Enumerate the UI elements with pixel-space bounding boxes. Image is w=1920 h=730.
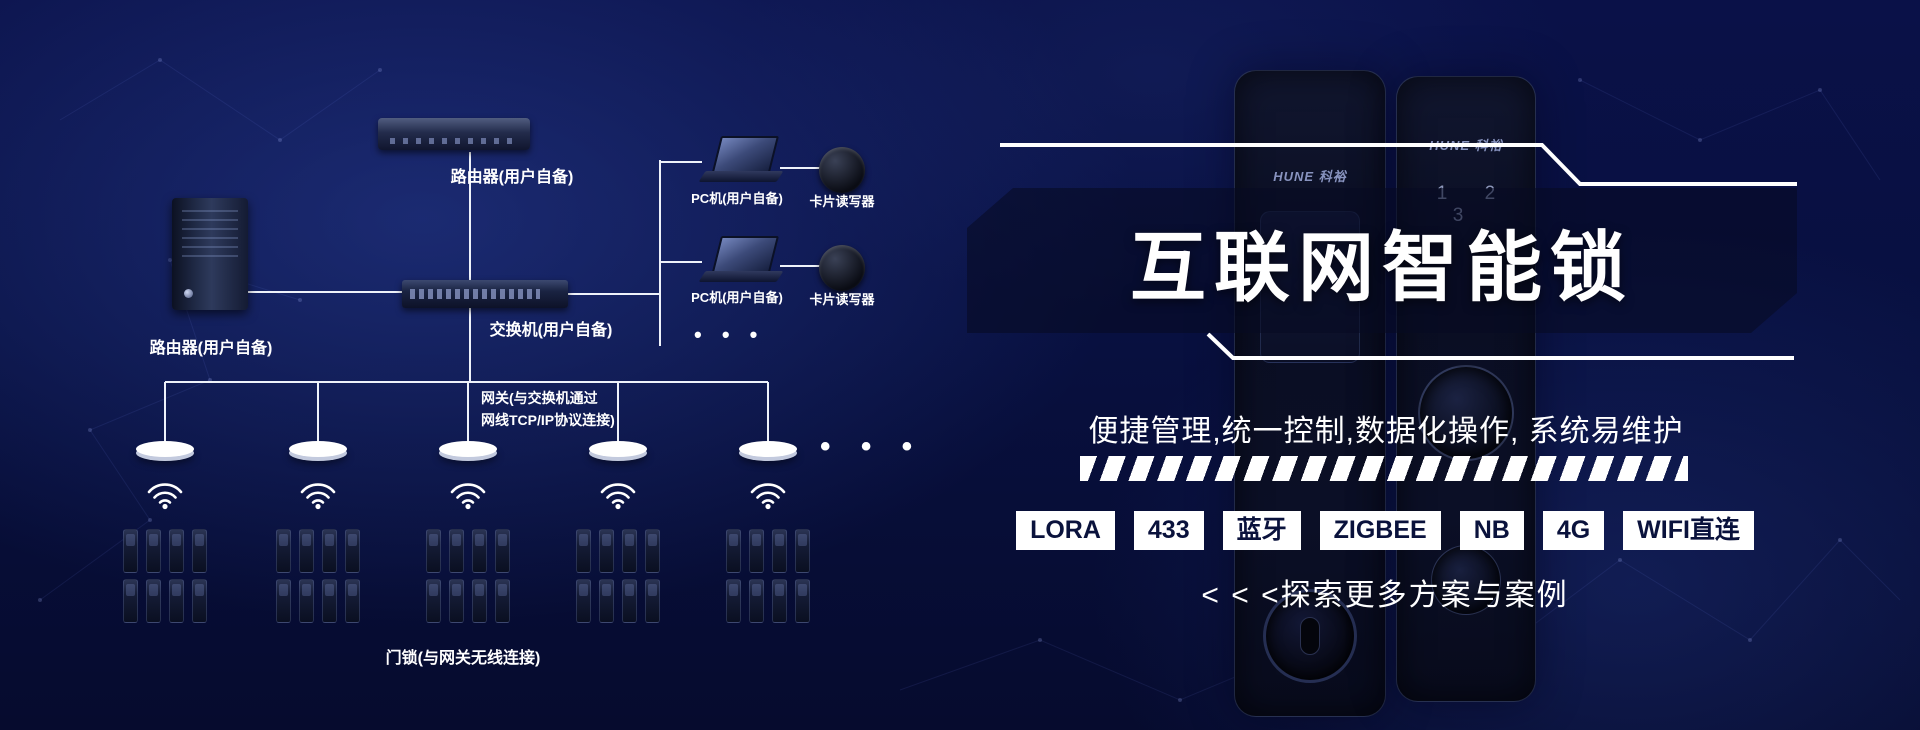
- lock-keyhole-dial: [1263, 589, 1357, 683]
- more-gateways-ellipsis: • • •: [820, 430, 924, 463]
- connectivity-tag-row: LORA 433 蓝牙 ZIGBEE NB 4G WIFI直连: [1000, 511, 1770, 551]
- switch-label: 交换机(用户自备): [489, 322, 613, 339]
- smart-lock-product-left: HUNE 科裕: [1234, 70, 1386, 717]
- wifi-signal-icon: [600, 483, 636, 510]
- door-lock-icon: [645, 579, 660, 623]
- gateway-device: [739, 441, 797, 457]
- brand-logo: HUNE 科裕: [1273, 169, 1347, 184]
- wifi-signal-icon: [147, 483, 183, 510]
- gateway-unit: [728, 441, 808, 510]
- gateway-device: [439, 441, 497, 457]
- door-lock-group: [426, 529, 510, 623]
- card-reader-top-label: 卡片读写器: [809, 194, 875, 209]
- door-lock-icon: [749, 579, 764, 623]
- card-reader-device-top: [819, 147, 865, 193]
- server-tower-device: [172, 198, 248, 310]
- door-lock-icon: [795, 529, 810, 573]
- door-lock-icon: [322, 529, 337, 573]
- door-lock-icon: [795, 579, 810, 623]
- card-reader-bottom-label: 卡片读写器: [809, 292, 875, 307]
- door-lock-icon: [449, 579, 464, 623]
- connectivity-tag: NB: [1459, 511, 1524, 551]
- door-lock-icon: [749, 529, 764, 573]
- door-lock-icon: [299, 579, 314, 623]
- door-lock-icon: [772, 579, 787, 623]
- door-lock-icon: [345, 579, 360, 623]
- gateway-note: 网关(与交换机通过 网线TCP/IP协议连接): [481, 388, 615, 431]
- connectivity-tag: LORA: [1016, 511, 1115, 551]
- explore-cta[interactable]: < < <探索更多方案与案例: [1201, 579, 1569, 612]
- gateway-device: [289, 441, 347, 457]
- door-lock-icon: [169, 529, 184, 573]
- gateway-unit: [578, 441, 658, 510]
- connectivity-tag: WIFI直连: [1623, 511, 1754, 551]
- door-lock-icon: [426, 529, 441, 573]
- door-lock-icon: [495, 579, 510, 623]
- door-lock-icon: [726, 529, 741, 573]
- door-lock-icon: [276, 529, 291, 573]
- door-lock-icon: [322, 579, 337, 623]
- door-lock-icon: [146, 579, 161, 623]
- door-lock-icon: [576, 579, 591, 623]
- wifi-signal-icon: [450, 483, 486, 510]
- subtitle: 便捷管理,统一控制,数据化操作, 系统易维护: [1088, 415, 1684, 448]
- door-lock-icon: [123, 579, 138, 623]
- gateway-unit: [278, 441, 358, 510]
- door-lock-icon: [449, 529, 464, 573]
- router-device: [378, 118, 530, 150]
- door-lock-icon: [645, 529, 660, 573]
- door-lock-icon: [299, 529, 314, 573]
- connectivity-tag: 蓝牙: [1222, 511, 1301, 551]
- main-title: 互联网智能锁: [1130, 225, 1634, 311]
- title-banner: 互联网智能锁: [967, 188, 1797, 333]
- door-lock-group: [276, 529, 360, 623]
- card-reader-device-bottom: [819, 245, 865, 291]
- door-lock-icon: [472, 529, 487, 573]
- door-lock-icon: [772, 529, 787, 573]
- gateway-device: [136, 441, 194, 457]
- lock-camera: [1418, 365, 1514, 461]
- gateway-unit: [125, 441, 205, 510]
- pc-bottom-label: PC机(用户自备): [691, 290, 783, 305]
- keyhole-slot: [1300, 617, 1320, 655]
- door-lock-icon: [426, 579, 441, 623]
- gateway-note-line1: 网关(与交换机通过: [481, 390, 598, 406]
- door-lock-icon: [192, 529, 207, 573]
- wifi-signal-icon: [750, 483, 786, 510]
- server-label: 路由器(用户自备): [149, 340, 273, 357]
- door-locks-label: 门锁(与网关无线连接): [385, 650, 541, 667]
- door-lock-icon: [123, 529, 138, 573]
- door-lock-group: [576, 529, 660, 623]
- door-lock-icon: [495, 529, 510, 573]
- door-lock-icon: [599, 579, 614, 623]
- door-lock-icon: [192, 579, 207, 623]
- connectivity-tag: 433: [1133, 511, 1204, 551]
- door-lock-icon: [169, 579, 184, 623]
- door-lock-group: [123, 529, 207, 623]
- pc-top-label: PC机(用户自备): [691, 191, 783, 206]
- door-lock-icon: [599, 529, 614, 573]
- door-lock-icon: [345, 529, 360, 573]
- door-lock-icon: [622, 579, 637, 623]
- connectivity-tag: ZIGBEE: [1319, 511, 1441, 551]
- router-label: 路由器(用户自备): [450, 169, 574, 186]
- gateway-note-line2: 网线TCP/IP协议连接): [481, 411, 615, 428]
- connectivity-tag: 4G: [1542, 511, 1605, 551]
- door-lock-icon: [622, 529, 637, 573]
- hazard-stripe-divider: [1080, 456, 1688, 481]
- gateway-device: [589, 441, 647, 457]
- door-lock-group: [726, 529, 810, 623]
- door-lock-icon: [472, 579, 487, 623]
- door-lock-icon: [726, 579, 741, 623]
- more-devices-ellipsis: • • •: [694, 322, 765, 347]
- switch-device: [402, 280, 568, 308]
- gateway-unit: [428, 441, 508, 510]
- door-lock-icon: [576, 529, 591, 573]
- door-lock-icon: [146, 529, 161, 573]
- door-lock-icon: [276, 579, 291, 623]
- wifi-signal-icon: [300, 483, 336, 510]
